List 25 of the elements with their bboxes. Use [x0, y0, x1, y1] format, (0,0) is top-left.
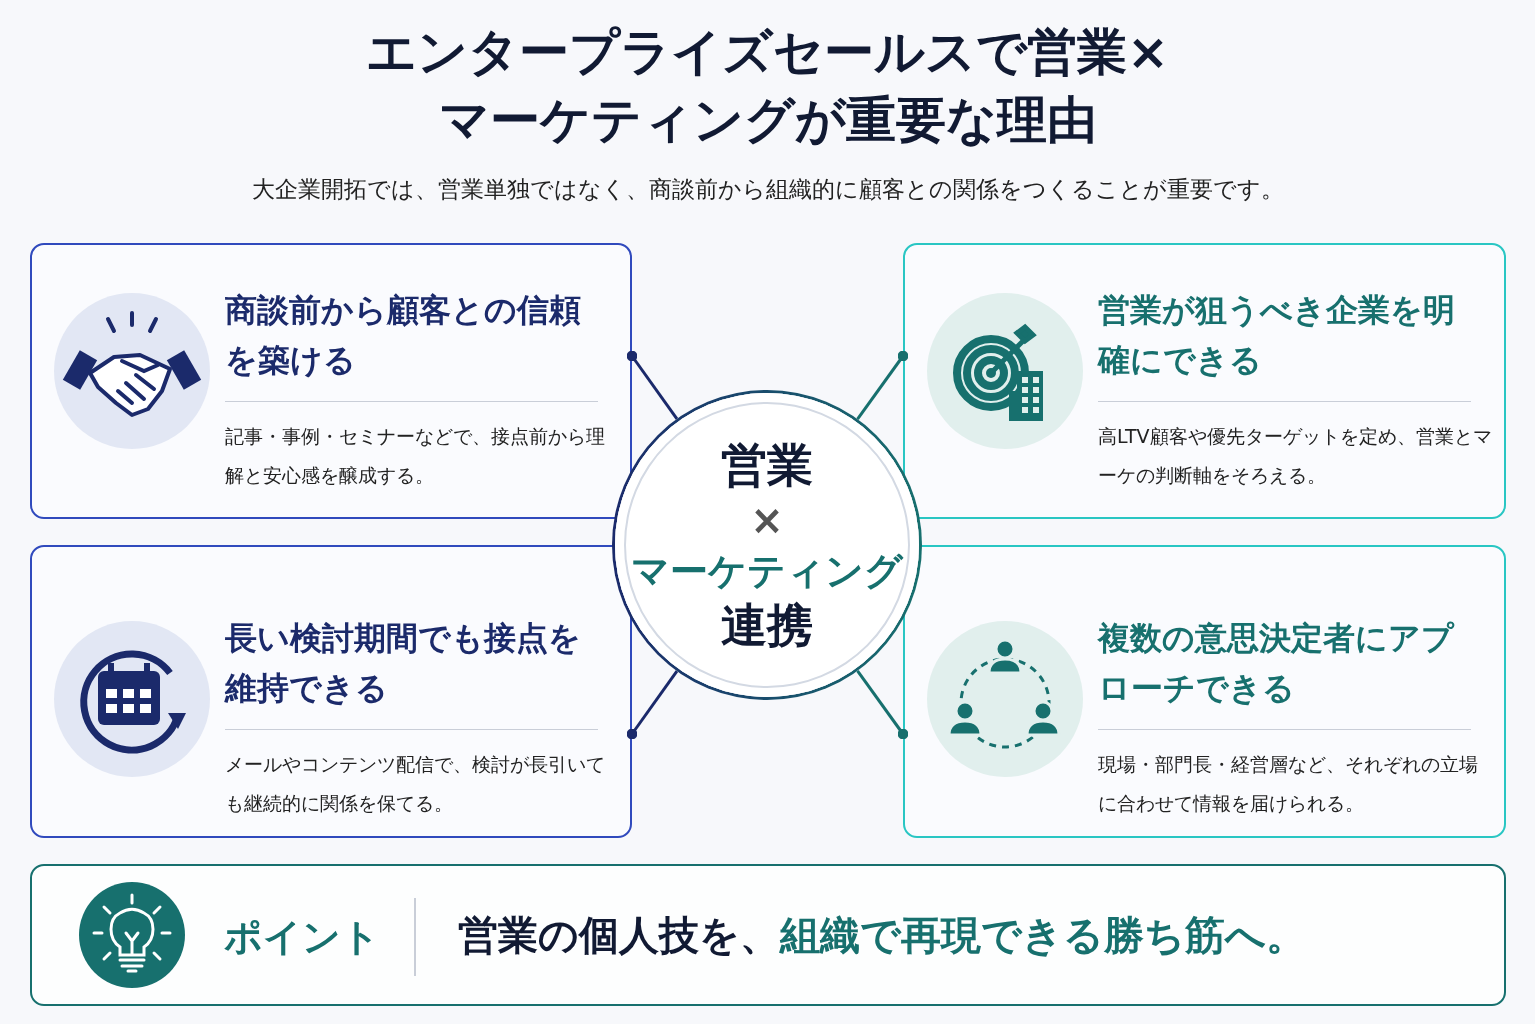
feature-card [903, 545, 1506, 838]
center-heading: 営業 [721, 437, 813, 494]
connector-line [626, 350, 679, 420]
card-heading: 複数の意思決定者にアプローチできる [1098, 618, 1456, 709]
center-heading: 連携 [721, 597, 813, 654]
point-banner [30, 864, 1506, 1006]
card-heading: 商談前から顧客との信頼を築ける [225, 290, 582, 381]
card-heading: 長い検討期間でも接点を維持できる [225, 618, 582, 709]
connector-line [626, 670, 679, 740]
card-heading: 営業が狙うべき企業を明確にできる [1098, 290, 1456, 381]
times-sign: × [750, 496, 784, 545]
feature-card [30, 545, 632, 838]
card-description: 記事・事例・セミナーなどで、接点前から理解と安心感を醸成する。 [225, 424, 606, 488]
card-description: 高LTV顧客や優先ターゲットを定め、営業とマーケの判断軸をそろえる。 [1098, 424, 1493, 488]
connector-line [856, 350, 909, 421]
card-description: 現場・部門長・経営層など、それぞれの立場に合わせて情報を届けられる。 [1098, 752, 1479, 816]
center-heading: マーケティング [631, 548, 903, 595]
key-message: 営業の個人技を、組織で再現できる勝ち筋へ。 [458, 911, 1306, 960]
point-label: ポイント [224, 914, 380, 961]
subtitle: 大企業開拓では、営業単独ではなく、商談前から組織的に顧客との関係をつくることが重要です。 [250, 175, 1285, 204]
feature-card [30, 243, 632, 519]
card-description: メールやコンテンツ配信で、検討が長引いても継続的に関係を保てる。 [225, 752, 606, 816]
title: エンタープライズセールスで営業×マーケティングが重要な理由 [365, 22, 1170, 151]
connector-line [856, 669, 909, 740]
feature-card [903, 243, 1506, 519]
